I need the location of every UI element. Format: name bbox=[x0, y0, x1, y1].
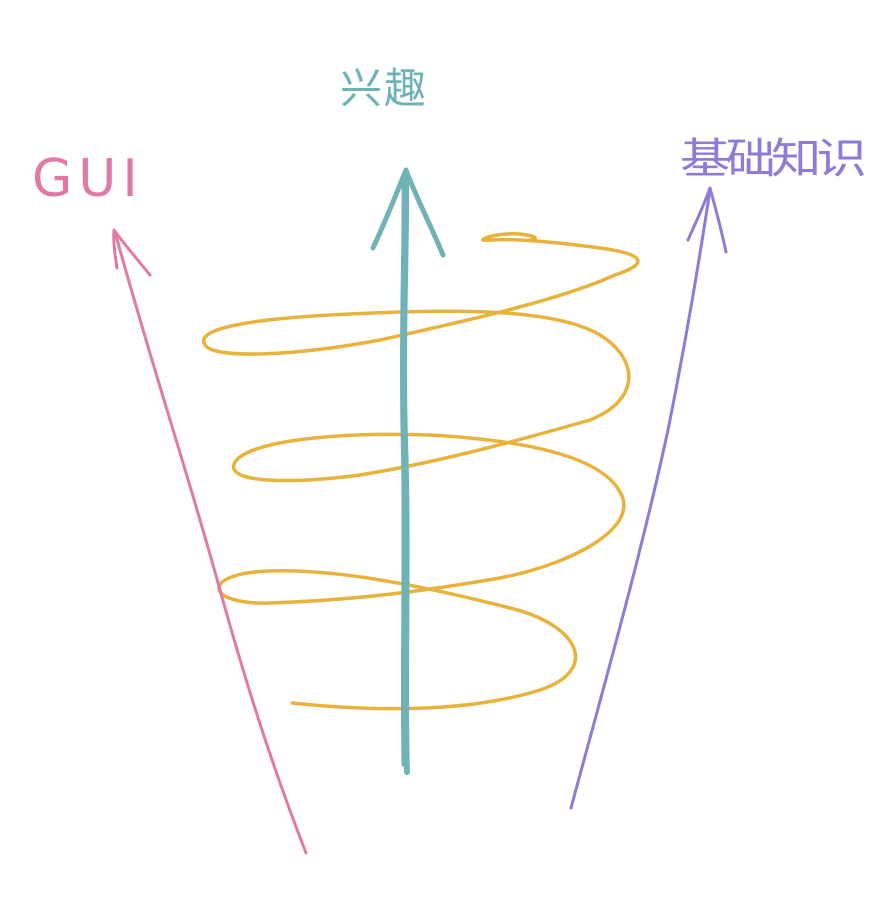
gui-label: GUI bbox=[32, 149, 144, 209]
fundamentals-arrow-shaft bbox=[569, 188, 712, 810]
fundamentals-arrow-head bbox=[686, 186, 728, 254]
fundamentals-arrow bbox=[569, 186, 728, 810]
gui-arrow-head bbox=[112, 228, 152, 277]
interest-arrow-shaft-stroke2 bbox=[399, 178, 405, 767]
interest-arrow-shaft bbox=[401, 172, 410, 775]
interest-label: 兴趣 bbox=[340, 64, 428, 113]
interest-arrow bbox=[370, 167, 446, 775]
interest-arrow-head bbox=[370, 167, 446, 258]
fundamentals-label: 基础知识 bbox=[680, 134, 864, 183]
gui-arrow-shaft bbox=[113, 230, 308, 855]
gui-arrow bbox=[112, 228, 308, 855]
spiral-path bbox=[201, 231, 640, 711]
